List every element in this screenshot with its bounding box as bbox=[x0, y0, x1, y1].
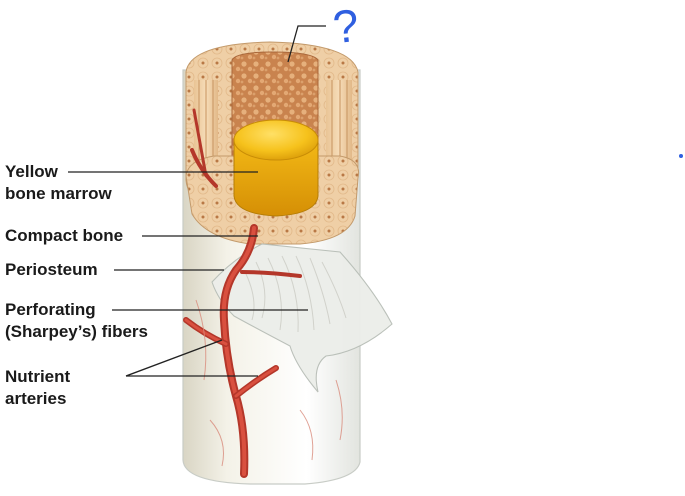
label-perforating-line2: (Sharpey’s) fibers bbox=[5, 322, 148, 341]
nutrient-arteries bbox=[183, 108, 302, 478]
leader-lines bbox=[68, 25, 326, 377]
stray-dot bbox=[679, 154, 683, 158]
label-nutrient-line1: Nutrient bbox=[5, 367, 71, 386]
periosteum-flap bbox=[211, 243, 393, 393]
label-compact-bone: Compact bone bbox=[5, 226, 124, 245]
label-nutrient-line2: arteries bbox=[5, 389, 67, 408]
label-periosteum: Periosteum bbox=[5, 260, 98, 279]
label-yellow-line2: bone marrow bbox=[5, 184, 112, 203]
sharpeys-fibers bbox=[245, 255, 347, 333]
label-perforating-line1: Perforating bbox=[5, 300, 96, 319]
yellow-marrow-side bbox=[233, 139, 319, 217]
leader-unknown bbox=[287, 25, 326, 63]
unknown-structure-question-mark: ? bbox=[330, 0, 362, 54]
label-perforating-fibers: Perforating (Sharpey’s) fibers bbox=[5, 299, 148, 343]
leader-nutrient-1 bbox=[125, 339, 223, 377]
label-yellow-line1: Yellow bbox=[5, 162, 58, 181]
label-nutrient-arteries: Nutrient arteries bbox=[5, 366, 70, 410]
label-yellow-bone-marrow: Yellow bone marrow bbox=[5, 161, 112, 205]
yellow-marrow-top bbox=[233, 119, 319, 161]
surface-vessels bbox=[195, 299, 343, 467]
